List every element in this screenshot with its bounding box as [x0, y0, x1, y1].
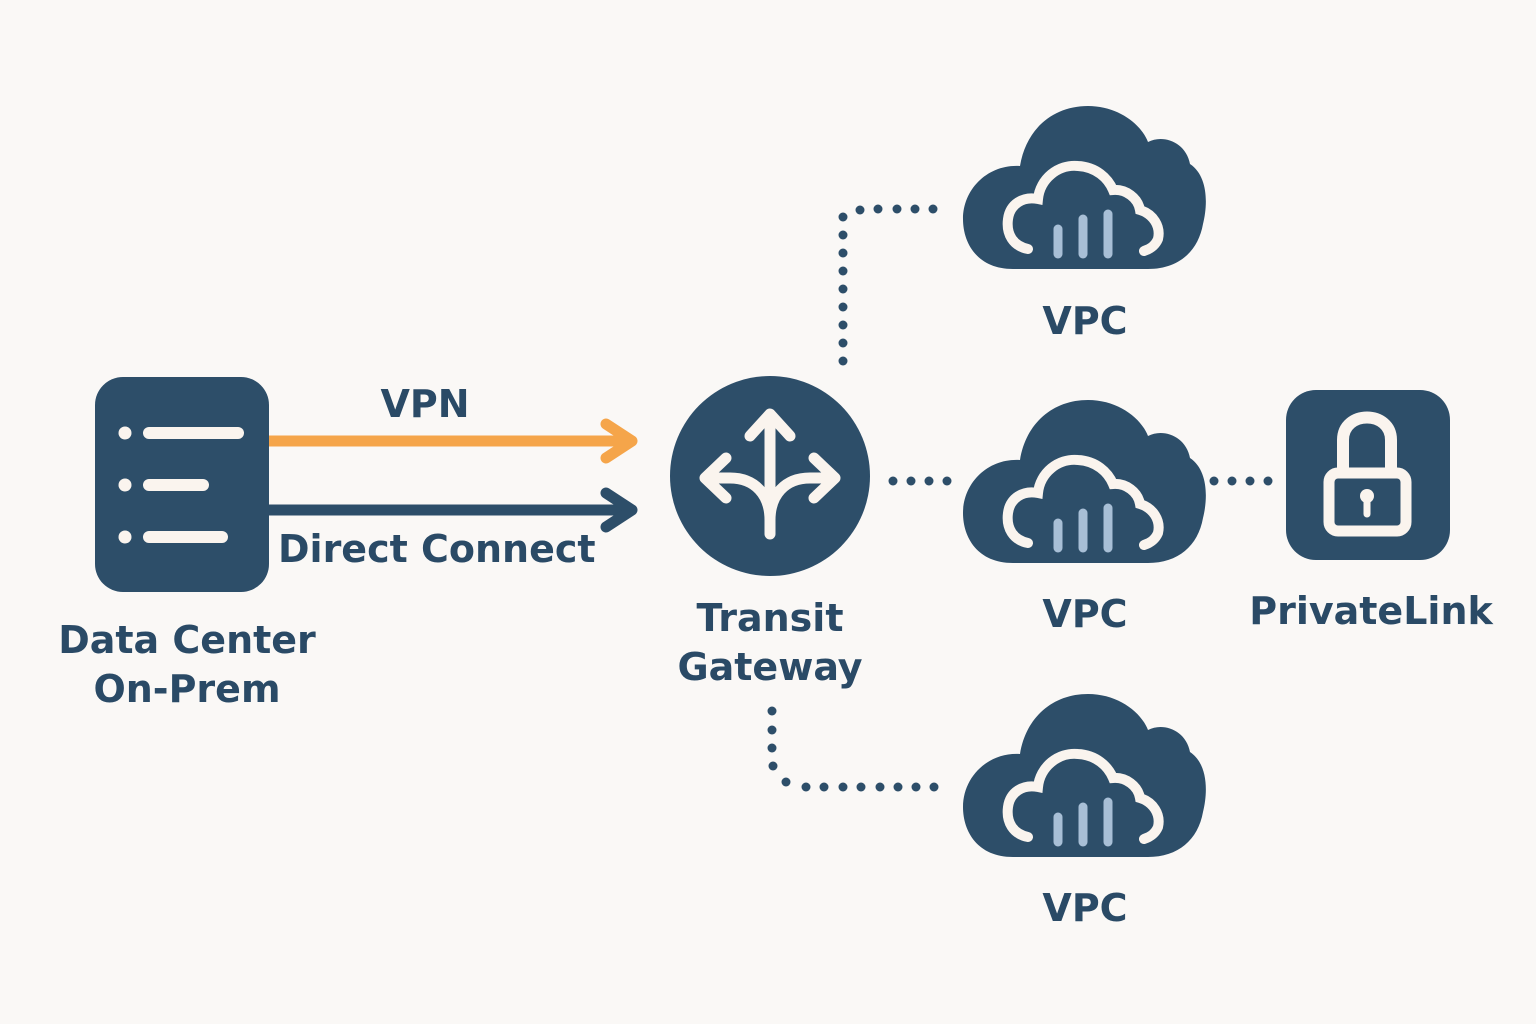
lock-icon[interactable]: [1286, 390, 1450, 560]
direct-connect-label: Direct Connect: [278, 527, 596, 571]
vpc-middle-label: VPC: [1042, 592, 1128, 636]
datacenter-label-line1: Data Center: [58, 618, 316, 662]
vpn-connection: [268, 418, 638, 464]
dotted-link-tgw-vpc-top: [838, 204, 938, 366]
cloud-icon-vpc-bottom[interactable]: [963, 694, 1206, 857]
dotted-link-tgw-vpc-bottom: [767, 706, 939, 792]
cloud-icon-vpc-top[interactable]: [963, 106, 1206, 269]
direct-connect-connection: [268, 487, 638, 533]
vpc-top-label: VPC: [1042, 299, 1128, 343]
vpn-arrowhead: [600, 418, 638, 464]
server-icon[interactable]: [95, 377, 269, 592]
dotted-link-vpc-privatelink: [1209, 476, 1273, 486]
privatelink-label: PrivateLink: [1249, 589, 1493, 633]
transit-gateway-label-line1: Transit: [696, 596, 844, 640]
vpn-label: VPN: [380, 382, 470, 426]
dotted-link-tgw-vpc-middle: [888, 476, 952, 486]
datacenter-label-line2: On-Prem: [93, 667, 281, 711]
cloud-icon-vpc-middle[interactable]: [963, 400, 1206, 563]
split-arrows-icon[interactable]: [670, 376, 870, 576]
vpc-bottom-label: VPC: [1042, 886, 1128, 930]
transit-gateway-label-line2: Gateway: [677, 645, 863, 689]
direct-connect-arrowhead: [600, 487, 638, 533]
